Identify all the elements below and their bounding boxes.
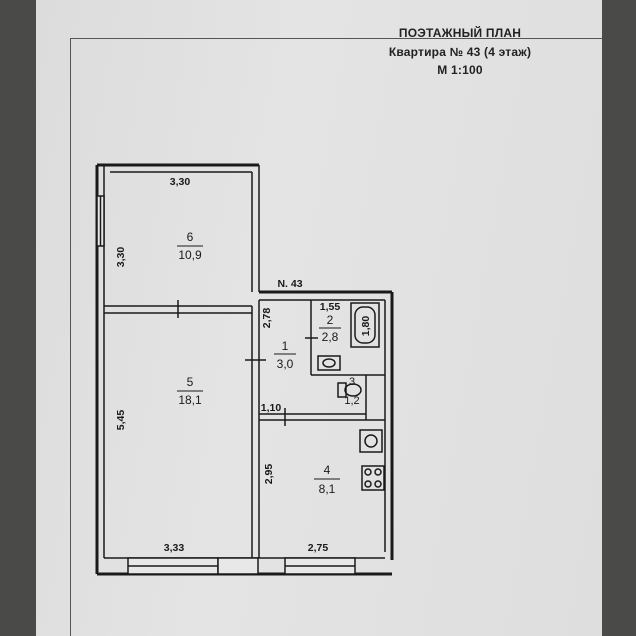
room-3-number: 3 [349, 376, 355, 388]
room-2-number: 2 [327, 313, 334, 327]
plan-title: ПОЭТАЖНЫЙ ПЛАН [398, 26, 522, 40]
dim-bath-width: 1,55 [320, 301, 341, 313]
dim-bath-length: 1,80 [360, 316, 372, 337]
dim-left-room6: 3,30 [115, 247, 127, 268]
bathtub [350, 302, 380, 348]
dim-bottom-room4: 2,75 [308, 542, 329, 554]
paper-sheet [36, 0, 602, 636]
apartment-subtitle: Квартира № 43 (4 этаж) [388, 45, 532, 59]
dim-hall-height: 2,78 [261, 308, 273, 329]
room-4-number: 4 [324, 463, 331, 477]
dim-top-width: 3,30 [170, 176, 191, 188]
room-1-number: 1 [282, 339, 289, 353]
frame-border-top [70, 38, 602, 39]
toilet-tank [337, 382, 347, 398]
room-1-area: 3,0 [277, 357, 294, 371]
scale-label: М 1:100 [437, 63, 483, 77]
room-5-number: 5 [187, 375, 194, 389]
dim-kitchen-height: 2,95 [263, 464, 275, 485]
room-3-area: 1,2 [344, 395, 359, 407]
room-2-area: 2,8 [322, 330, 339, 344]
room-4-area: 8,1 [319, 482, 336, 496]
bath-sink [317, 355, 341, 371]
toilet-bowl [344, 383, 362, 397]
stove [361, 465, 385, 491]
dim-hall-width: 1,10 [261, 402, 282, 414]
kitchen-sink [359, 429, 383, 453]
room-6-number: 6 [187, 230, 194, 244]
bathtub-inner [354, 306, 376, 344]
frame-border-left [70, 38, 71, 636]
north-label: N. 43 [277, 278, 302, 290]
balcony-door [217, 557, 259, 575]
room-5-area: 18,1 [178, 393, 202, 407]
dim-left-room5: 5,45 [115, 410, 127, 431]
room-6-area: 10,9 [178, 248, 202, 262]
dim-bottom-room5: 3,33 [164, 542, 185, 554]
